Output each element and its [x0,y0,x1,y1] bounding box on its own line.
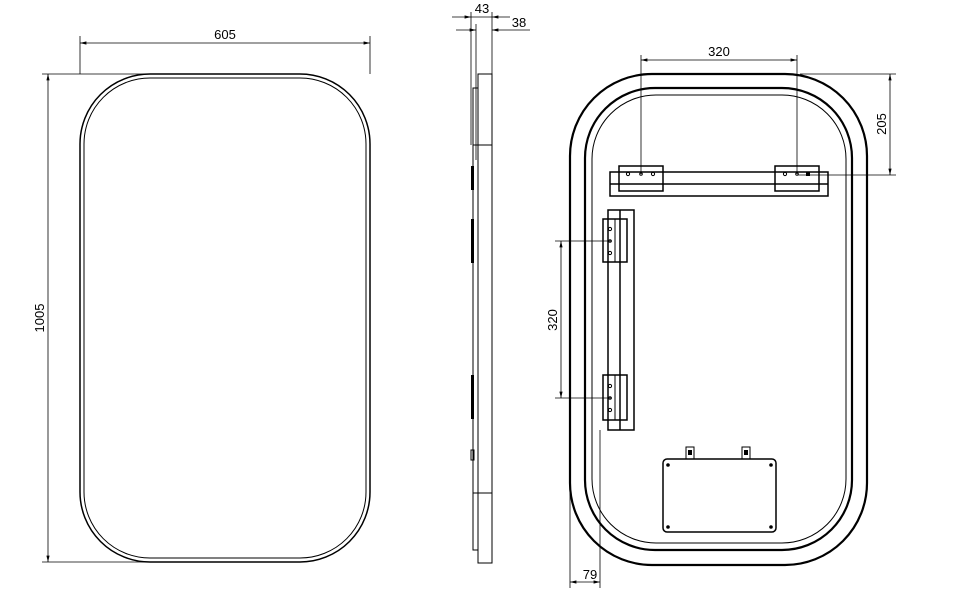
mirror-outline-outer [79,73,371,563]
vertical-mounting-rail [602,209,635,431]
width-dimension-label: 605 [214,27,236,42]
driver-box [662,446,777,533]
side-frame [477,73,493,564]
bracket-spacing-horizontal-label: 320 [708,44,730,59]
horizontal-mounting-rail [609,165,829,197]
back-outline-middle [583,86,854,552]
back-outline-inner [591,94,847,544]
side-view: 43 38 [452,1,530,564]
mirror-outline-inner [83,77,367,559]
back-view: 320 205 320 79 [545,44,896,588]
front-view: 605 1005 [32,27,371,563]
bracket-spacing-vertical-label: 320 [545,309,560,331]
depth-total-label: 43 [475,1,489,16]
edge-offset-label: 79 [583,567,597,582]
side-back-panel [472,87,479,551]
bracket-offset-top-label: 205 [874,113,889,135]
height-dimension-label: 1005 [32,304,47,333]
depth-frame-label: 38 [512,15,526,30]
back-outline-outer [568,72,869,567]
